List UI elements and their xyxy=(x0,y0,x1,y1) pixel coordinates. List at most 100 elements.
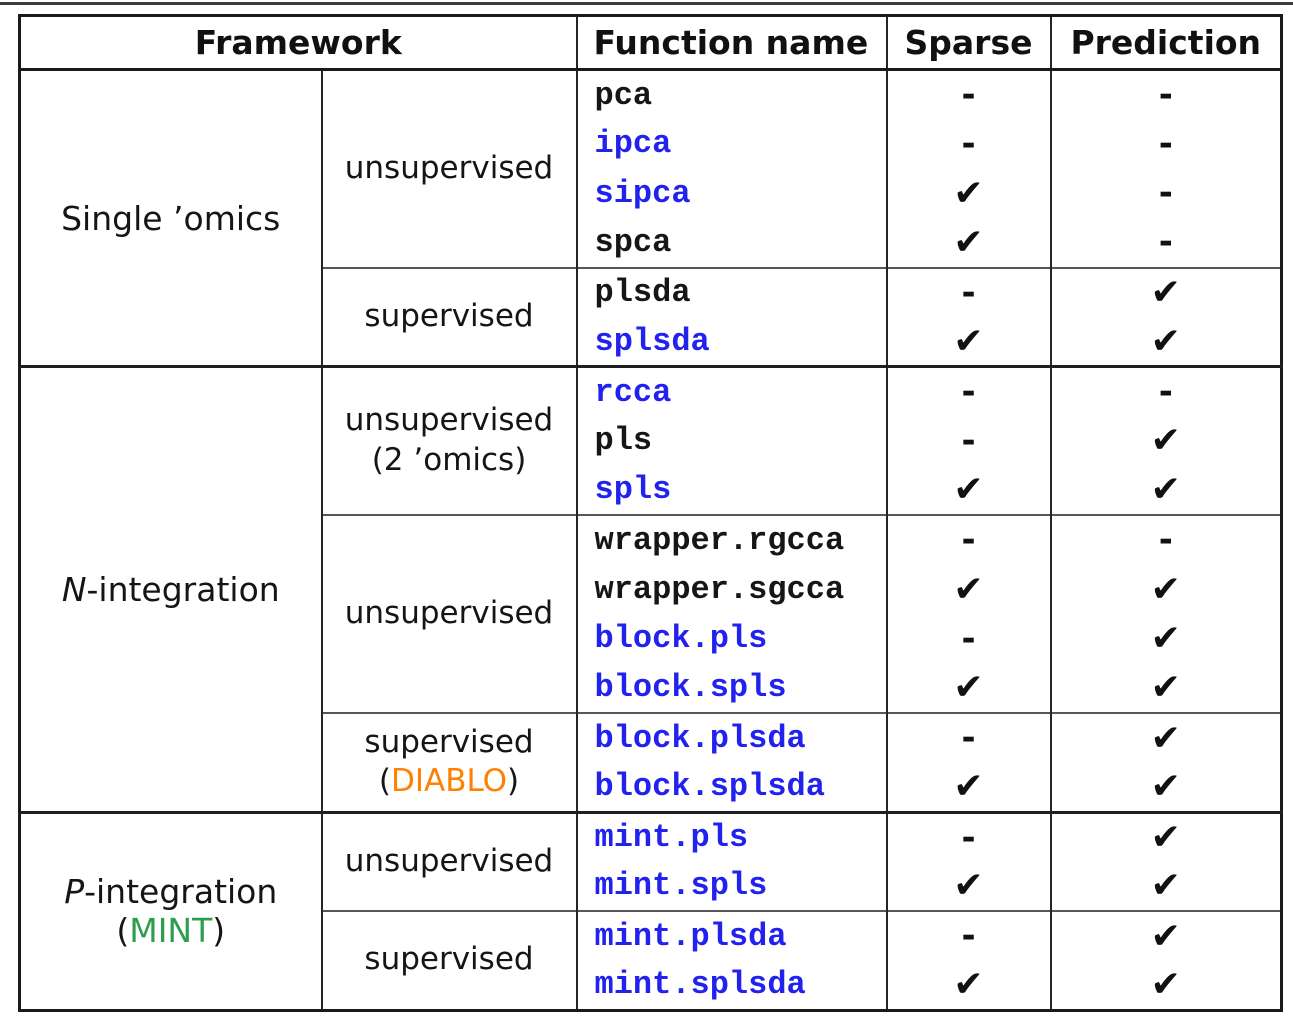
function-name: mint.spls xyxy=(575,861,887,911)
function-name: spca xyxy=(575,218,887,268)
label-line: unsupervised xyxy=(323,842,576,882)
page-top-edge-line xyxy=(0,2,1293,5)
prediction-dash: - xyxy=(1049,119,1282,169)
function-name: plsda xyxy=(575,266,887,317)
framework-n-integration: N-integration xyxy=(19,365,322,812)
prediction-check-icon: ✔ xyxy=(1049,960,1282,1010)
sparse-check-icon: ✔ xyxy=(885,663,1051,713)
table-row: supervised(DIABLO)block.plsda-✔ xyxy=(20,712,1282,812)
function-name: splsda xyxy=(575,317,887,367)
function-name: block.pls xyxy=(575,614,887,664)
prediction-check-icon: ✔ xyxy=(1049,465,1282,515)
header-sparse: Sparse xyxy=(885,15,1051,71)
subsection-label: unsupervised xyxy=(320,810,577,911)
table-row: wrapper.sgcca✔✔ xyxy=(20,564,1282,614)
label-line: supervised xyxy=(323,723,576,763)
header-framework: Framework xyxy=(19,15,577,71)
sparse-check-icon: ✔ xyxy=(885,317,1051,367)
header-prediction: Prediction xyxy=(1049,15,1282,71)
framework-p-integration: P-integration(MINT) xyxy=(19,810,322,1010)
sparse-check-icon: ✔ xyxy=(885,762,1051,812)
label-part: supervised xyxy=(364,941,534,978)
label-line: unsupervised xyxy=(323,149,576,189)
label-part: supervised xyxy=(364,297,534,334)
label-part: DIABLO xyxy=(390,763,508,800)
function-name: spls xyxy=(575,465,887,515)
function-name: block.plsda xyxy=(575,712,887,763)
function-name: pca xyxy=(575,68,887,119)
label-part: -integration xyxy=(84,872,278,911)
prediction-dash: - xyxy=(1049,514,1282,565)
subsection-label: supervised xyxy=(320,266,577,367)
prediction-check-icon: ✔ xyxy=(1049,416,1282,466)
label-line: (MINT) xyxy=(21,911,321,950)
subsection-label: unsupervised xyxy=(320,514,577,713)
prediction-check-icon: ✔ xyxy=(1049,663,1282,713)
sparse-dash: - xyxy=(885,712,1051,763)
methods-table: Framework Function name Sparse Predictio… xyxy=(18,14,1283,1012)
sparse-check-icon: ✔ xyxy=(885,465,1051,515)
prediction-dash: - xyxy=(1049,168,1282,218)
table-row: spca✔- xyxy=(20,218,1282,268)
function-name: wrapper.sgcca xyxy=(575,564,887,614)
table-row: splsda✔✔ xyxy=(20,317,1282,367)
function-name: ipca xyxy=(575,119,887,169)
label-part: ( xyxy=(116,911,130,950)
sparse-dash: - xyxy=(885,266,1051,317)
function-name: sipca xyxy=(575,168,887,218)
sparse-dash: - xyxy=(885,614,1051,664)
prediction-check-icon: ✔ xyxy=(1049,564,1282,614)
prediction-check-icon: ✔ xyxy=(1049,910,1282,961)
sparse-dash: - xyxy=(885,910,1051,961)
label-part: N xyxy=(61,569,87,609)
label-part: Single ’omics xyxy=(61,198,281,238)
table-row: pls-✔ xyxy=(20,416,1282,466)
subsection-label: unsupervised xyxy=(320,68,577,268)
sparse-check-icon: ✔ xyxy=(885,564,1051,614)
function-name: mint.splsda xyxy=(575,960,887,1010)
sparse-check-icon: ✔ xyxy=(885,218,1051,268)
table-row: block.spls✔✔ xyxy=(20,663,1282,713)
function-name: rcca xyxy=(575,365,887,416)
table-row: mint.spls✔✔ xyxy=(20,861,1282,911)
sparse-check-icon: ✔ xyxy=(885,861,1051,911)
label-line: P-integration xyxy=(21,872,321,911)
sparse-dash: - xyxy=(885,514,1051,565)
subsection-label: unsupervised(2 ’omics) xyxy=(320,365,577,515)
prediction-check-icon: ✔ xyxy=(1049,614,1282,664)
prediction-check-icon: ✔ xyxy=(1049,712,1282,763)
label-line: (DIABLO) xyxy=(323,762,576,802)
label-part: ( xyxy=(378,763,391,800)
sparse-check-icon: ✔ xyxy=(885,168,1051,218)
sparse-dash: - xyxy=(885,68,1051,119)
prediction-check-icon: ✔ xyxy=(1049,762,1282,812)
table-row: block.pls-✔ xyxy=(20,614,1282,664)
label-part: ) xyxy=(507,763,520,800)
function-name: pls xyxy=(575,416,887,466)
label-line: Single ’omics xyxy=(21,199,321,238)
label-part: unsupervised xyxy=(344,402,554,439)
label-line: supervised xyxy=(323,297,576,337)
label-part: supervised xyxy=(364,723,534,760)
table-row: ipca-- xyxy=(20,119,1282,169)
prediction-check-icon: ✔ xyxy=(1049,317,1282,367)
label-part: unsupervised xyxy=(344,842,554,879)
table-row: block.splsda✔✔ xyxy=(20,762,1282,812)
label-part: (2 ’omics) xyxy=(371,442,527,478)
table-row: mint.splsda✔✔ xyxy=(20,960,1282,1010)
table-row: spls✔✔ xyxy=(20,465,1282,515)
function-name: wrapper.rgcca xyxy=(575,514,887,565)
label-line: unsupervised xyxy=(323,401,576,441)
label-line: N-integration xyxy=(21,570,321,609)
prediction-check-icon: ✔ xyxy=(1049,861,1282,911)
table-row: sipca✔- xyxy=(20,168,1282,218)
sparse-check-icon: ✔ xyxy=(885,960,1051,1010)
prediction-check-icon: ✔ xyxy=(1049,266,1282,317)
label-part: MINT xyxy=(129,911,213,950)
